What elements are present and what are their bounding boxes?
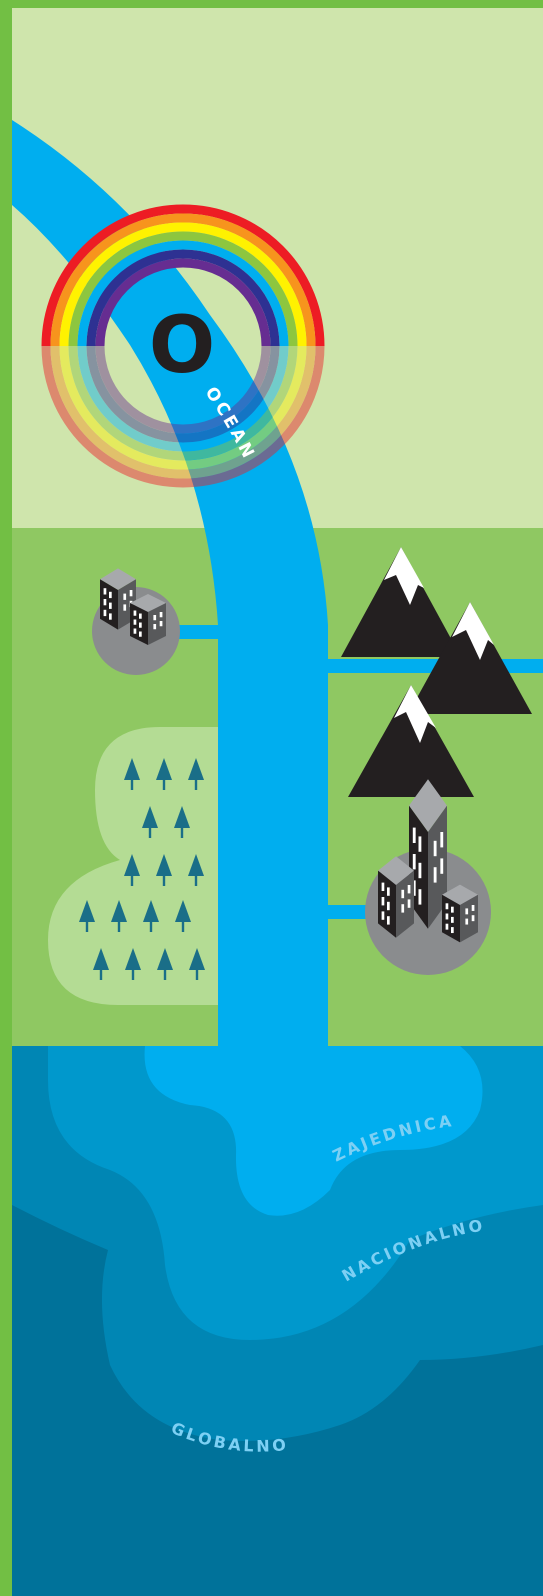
rainbow-icon bbox=[41, 204, 325, 488]
mountain-icon bbox=[348, 685, 474, 797]
city-icon bbox=[92, 568, 180, 675]
river-mouth bbox=[144, 1046, 483, 1216]
tributary-city bbox=[326, 905, 371, 919]
tributary-left bbox=[178, 625, 220, 639]
mountain-icon bbox=[341, 547, 461, 657]
city-icon bbox=[365, 779, 491, 975]
mountain-icon bbox=[408, 602, 532, 714]
river bbox=[12, 120, 328, 1050]
ocean-letter: O bbox=[149, 301, 215, 391]
